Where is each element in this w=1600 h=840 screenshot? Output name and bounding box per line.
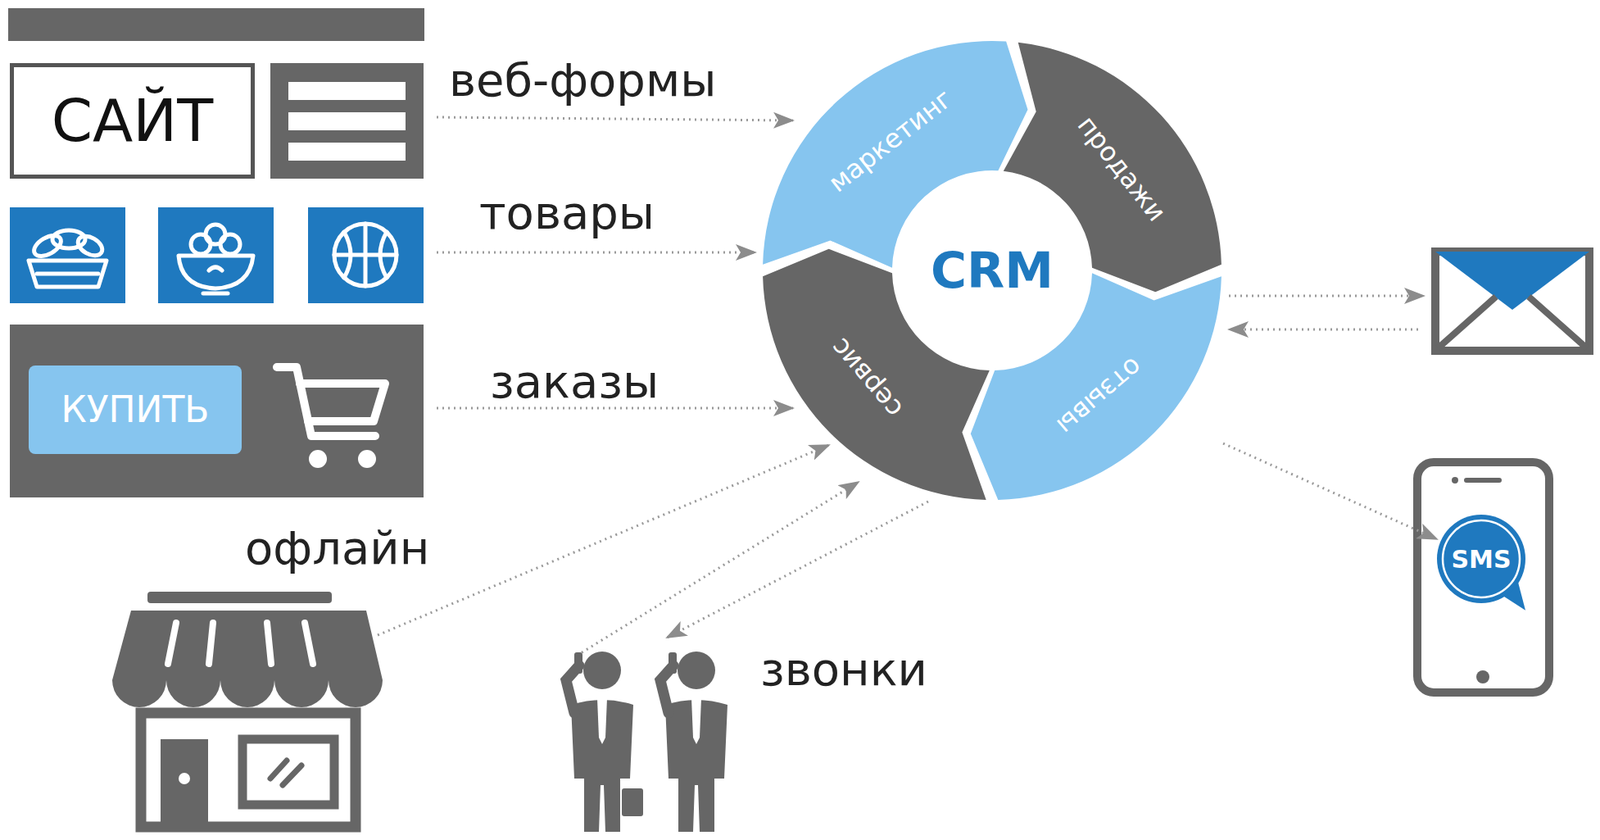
connector — [1223, 443, 1437, 540]
phone-icon — [1417, 462, 1550, 693]
product-icon — [28, 260, 107, 287]
menu-icon — [270, 63, 424, 179]
flow-arrows — [666, 501, 929, 638]
cart-icon — [358, 449, 377, 468]
phone-icon — [1417, 462, 1550, 693]
bubble-shape — [1436, 514, 1526, 603]
envelope-icon — [1435, 251, 1590, 351]
product-icon — [334, 223, 397, 286]
product-icon — [344, 231, 387, 278]
flow-label: офлайн — [244, 525, 430, 572]
product-icon — [74, 231, 106, 259]
cart-icon — [308, 449, 327, 468]
person-figure — [597, 698, 608, 744]
product-icon — [178, 255, 254, 289]
cart-icon — [276, 367, 386, 468]
flow-label: веб-формы — [448, 57, 717, 104]
top-bar — [8, 8, 425, 41]
store-icon — [147, 591, 332, 603]
people-icon — [566, 651, 728, 832]
node-label: SMS — [1450, 545, 1511, 573]
cycle-segment: сервис — [761, 246, 992, 502]
store-icon — [112, 591, 383, 830]
flow-arrows — [1228, 328, 1419, 331]
segment-shape — [762, 249, 990, 500]
phone-icon — [1476, 670, 1490, 684]
site-box: САЙТ — [9, 63, 255, 179]
flow-label: заказы — [489, 358, 659, 405]
store-icon — [167, 622, 313, 664]
person-figure — [691, 698, 702, 744]
product-icon — [158, 207, 274, 304]
cart-icon — [299, 383, 386, 422]
phone-icon — [1466, 477, 1500, 483]
store-icon — [178, 772, 191, 785]
shop-panel — [9, 324, 424, 498]
flow-label: звонки — [760, 646, 928, 693]
menu-icon — [270, 63, 424, 179]
envelope-icon — [1435, 251, 1590, 351]
person-figure — [621, 788, 644, 816]
person-figure — [660, 651, 728, 832]
envelope-icon — [1437, 296, 1587, 349]
person-figure — [677, 651, 716, 689]
bubble-shape — [1442, 520, 1520, 598]
top-bar — [8, 8, 425, 41]
product-icon — [220, 234, 241, 254]
store-icon — [270, 760, 302, 785]
cart-icon — [276, 367, 376, 436]
envelope-icon — [1435, 251, 1590, 310]
menu-icon — [288, 142, 406, 161]
product-icon — [208, 267, 223, 271]
buy-button: КУПИТЬ — [28, 365, 242, 454]
node-label: САЙТ — [51, 88, 214, 154]
flow-arrows — [436, 407, 794, 410]
product-icon — [334, 223, 397, 286]
flow-arrows — [436, 251, 756, 254]
sms-bubble: SMS — [1436, 514, 1526, 603]
person-figure — [574, 652, 583, 674]
flow-arrows — [377, 444, 830, 635]
person-figure — [566, 651, 644, 832]
shop-panel — [9, 324, 424, 498]
flow-arrows — [436, 117, 794, 121]
menu-icon — [288, 81, 406, 100]
phone-icon — [1451, 476, 1459, 484]
person-figure — [668, 652, 677, 674]
store-icon — [112, 610, 383, 708]
flow-arrows — [1228, 294, 1424, 298]
product-icon — [9, 207, 424, 304]
crm-hub: CRM — [895, 173, 1089, 368]
node-label: CRM — [930, 243, 1054, 298]
product-icon — [308, 207, 424, 304]
store-icon — [242, 738, 335, 805]
flow-label: товары — [479, 190, 655, 236]
store-icon — [160, 738, 209, 830]
segment-shape — [970, 272, 1222, 500]
product-icon — [9, 207, 126, 304]
node-label: КУПИТЬ — [60, 389, 209, 430]
flow-arrows — [576, 481, 859, 656]
person-figure — [583, 651, 621, 689]
cycle-segment: отзывы — [968, 271, 1224, 502]
menu-icon — [288, 112, 406, 131]
product-icon — [36, 271, 99, 277]
product-icon — [203, 291, 228, 296]
